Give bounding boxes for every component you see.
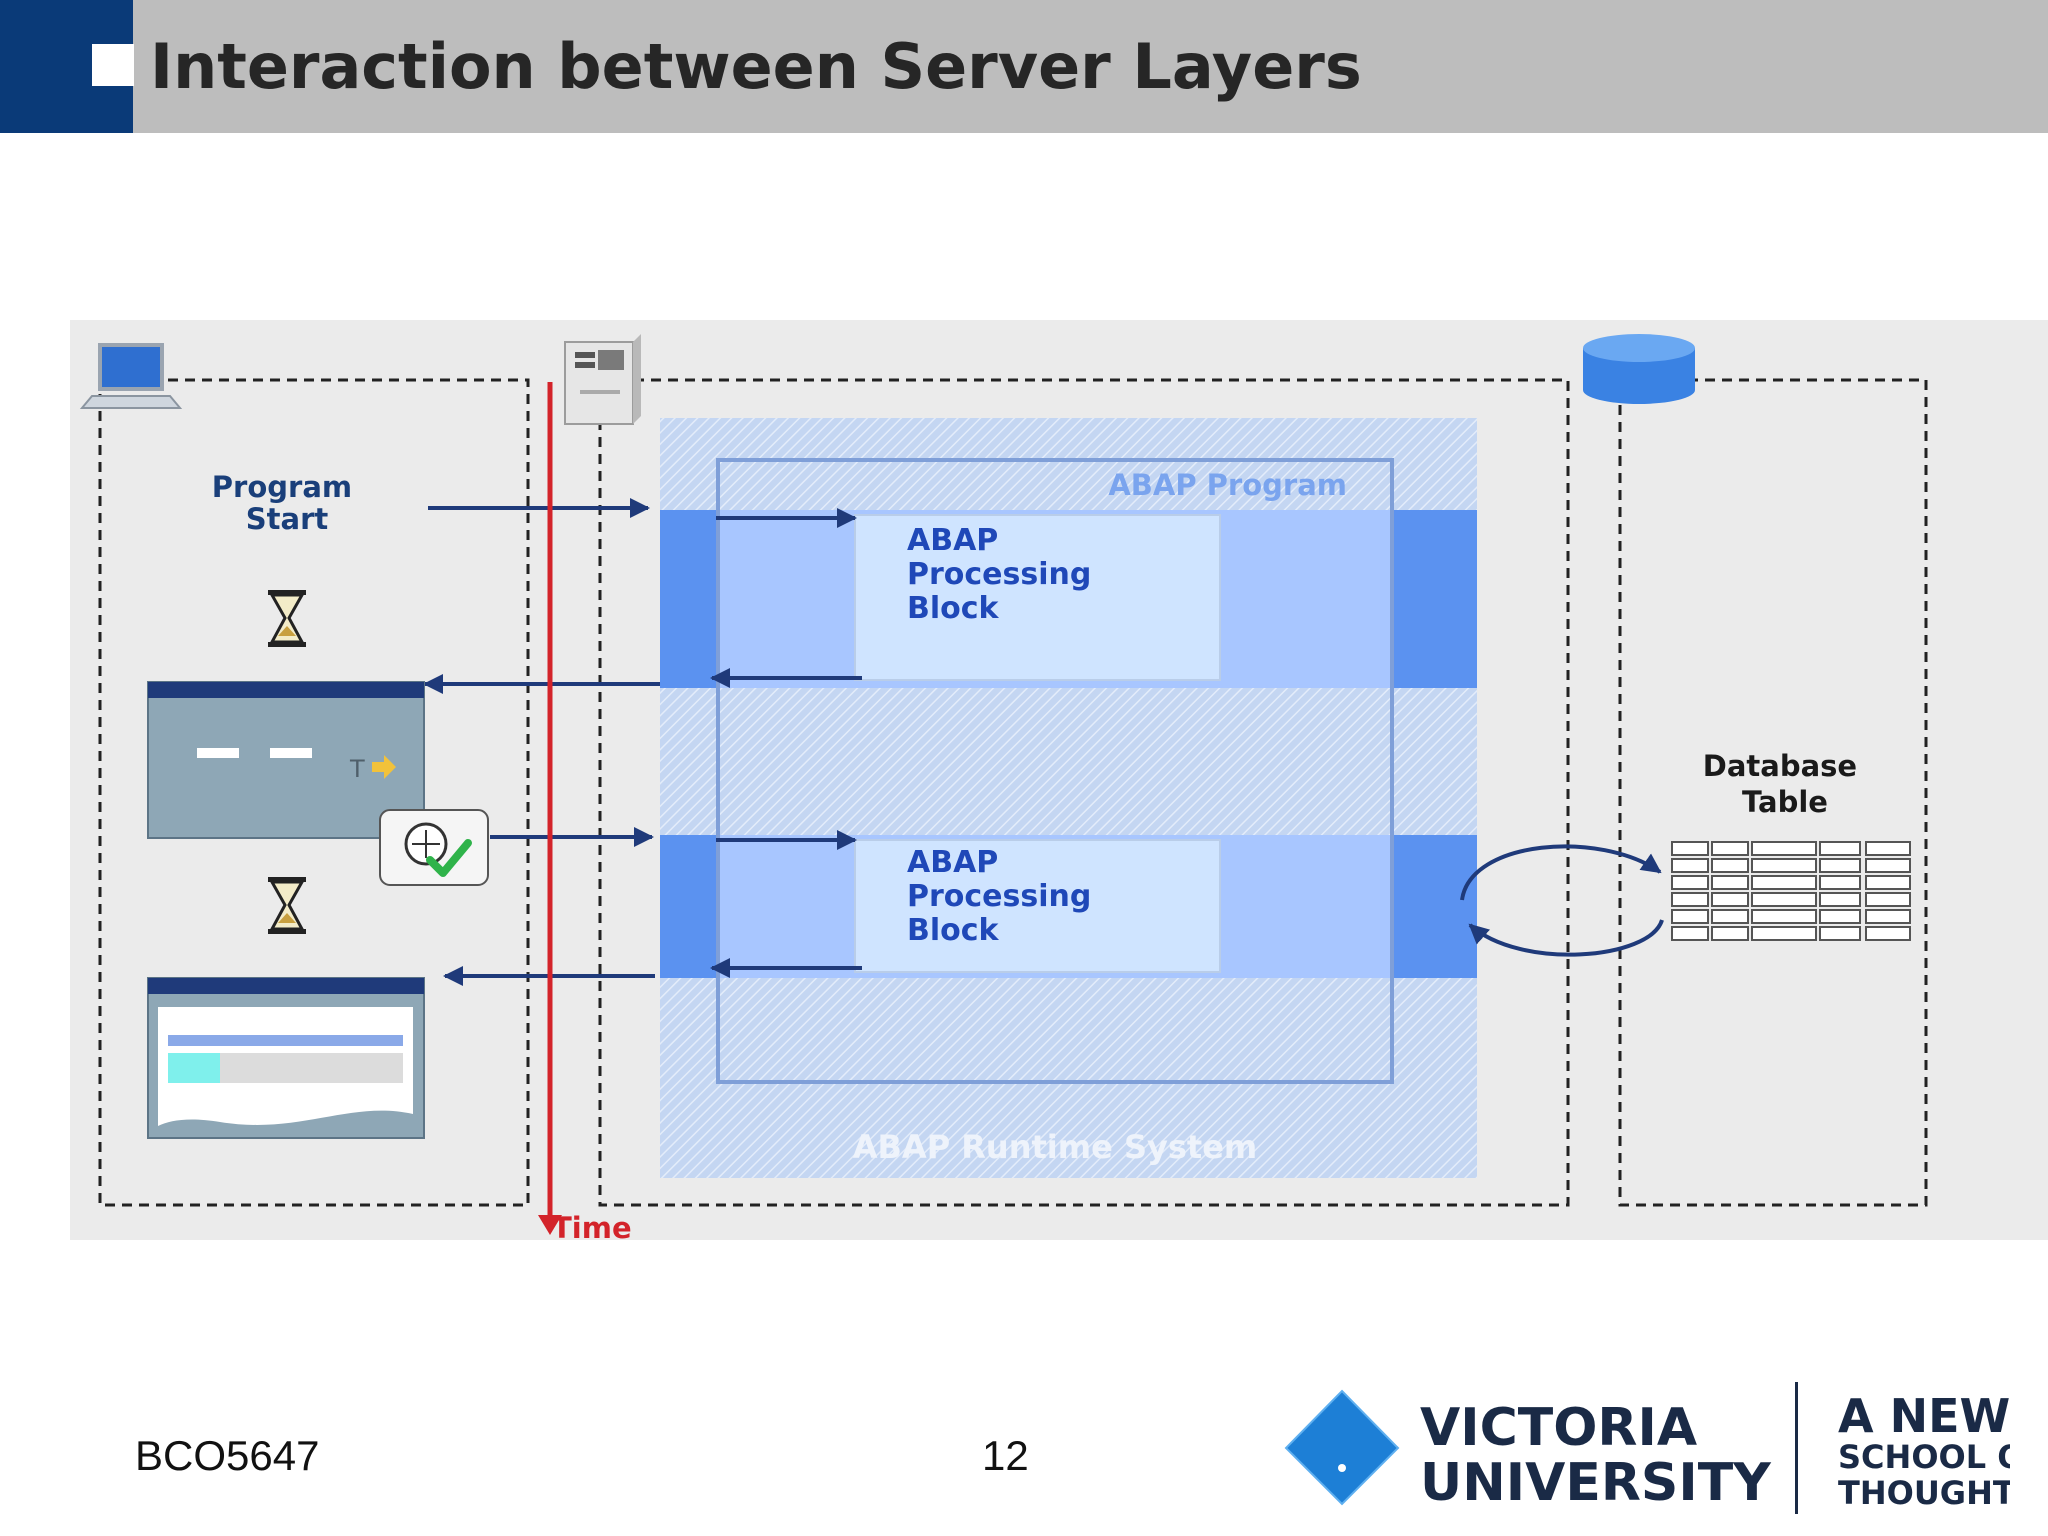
server-layers-diagram: ABAP Program ABAP Processing Block ABAP … [70,320,2048,1245]
abap-program-box [716,458,1394,1084]
header-bar [0,0,2048,133]
computer-icon [79,343,183,409]
abap-program-label: ABAP Program [1108,468,1347,502]
database-table-label: Database Table [1703,749,1867,819]
hourglass-icon [268,590,306,647]
header-square [92,44,134,86]
db-response-arrow [1468,919,1664,957]
slide-title: Interaction between Server Layers [150,30,1362,103]
program-start-label: Program Start [212,470,362,536]
logo-divider [1795,1382,1798,1514]
abap-runtime-system-label: ABAP Runtime System [853,1128,1257,1166]
presentation-layer-box [98,378,530,1207]
page-number: 12 [982,1432,1029,1479]
database-icon [1583,334,1695,404]
logo-tagline: A NEW SCHOOL OF THOUGHT [1838,1389,2010,1512]
db-request-arrow [1460,844,1662,901]
database-layer-box [1618,378,1928,1207]
logo-name-line-1: VICTORIA [1420,1398,1697,1458]
logo-name-line-2: UNIVERSITY [1420,1453,1772,1513]
time-axis-arrowhead [538,1215,562,1235]
abap-processing-block-2 [854,839,1221,973]
abap-processing-block-2-label: ABAP Processing Block [907,845,1102,948]
database-table-icon [1671,841,1911,941]
course-code: BCO5647 [135,1432,320,1479]
svg-text:T: T [349,755,365,783]
abap-processing-block-1 [854,514,1221,681]
application-layer-box [598,378,1570,1207]
server-icon [564,334,641,425]
time-label: Time [552,1211,632,1245]
execute-check-icon [379,809,489,886]
hourglass-icon [268,877,306,934]
diamond-logo-icon [1284,1389,1400,1506]
victoria-university-logo: VICTORIA UNIVERSITY A NEW SCHOOL OF THOU… [1284,1382,2010,1514]
list-output-icon [147,977,425,1139]
screen-form-icon: T [147,681,425,839]
abap-processing-block-1-label: ABAP Processing Block [907,523,1102,626]
